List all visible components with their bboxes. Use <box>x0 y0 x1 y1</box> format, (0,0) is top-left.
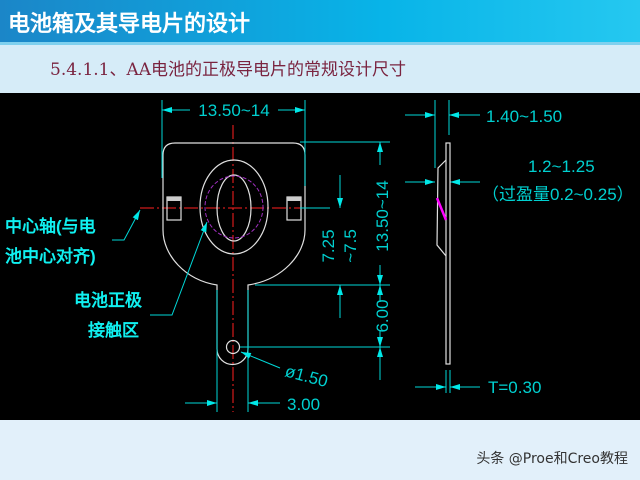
label-contact-2: 接触区 <box>88 320 139 340</box>
dim-bump-height: 1.40~1.50 <box>486 107 562 126</box>
side-view <box>436 142 451 365</box>
slide-header: 电池箱及其导电片的设计 <box>0 0 640 45</box>
dimension-lines <box>112 100 480 412</box>
slide-title: 电池箱及其导电片的设计 <box>8 12 251 37</box>
slide-footer: 头条 @Proe和Creo教程 <box>0 420 640 480</box>
dim-bump-contact: 1.2~1.25 <box>528 157 595 176</box>
contact-circle <box>204 175 264 239</box>
dim-right-height: 13.50~14 <box>373 180 392 251</box>
subheader-band: 5.4.1.1、AA电池的正极导电片的常规设计尺寸 <box>0 45 640 93</box>
centerlines <box>140 125 330 412</box>
watermark: 头条 @Proe和Creo教程 <box>476 451 628 467</box>
interference-mark <box>435 197 448 221</box>
dim-top-width: 13.50~14 <box>198 101 269 120</box>
dim-thickness: T=0.30 <box>488 378 541 397</box>
dim-center-a: 7.25 <box>319 229 338 262</box>
cad-drawing: 13.50~14 13.50~14 6.00 7.25 ~7.5 3.00 ø1… <box>0 93 640 420</box>
dim-tail-length: 6.00 <box>373 299 392 332</box>
label-center-axis-2: 池中心对齐) <box>5 246 96 266</box>
dim-interference: （过盈量0.2~0.25） <box>482 185 634 204</box>
dim-tail-width: 3.00 <box>287 395 320 414</box>
section-title: 5.4.1.1、AA电池的正极导电片的常规设计尺寸 <box>50 60 407 80</box>
label-contact-1: 电池正极 <box>74 290 142 310</box>
dim-center-b: ~7.5 <box>341 229 360 263</box>
label-center-axis-1: 中心轴(与电 <box>5 216 96 236</box>
